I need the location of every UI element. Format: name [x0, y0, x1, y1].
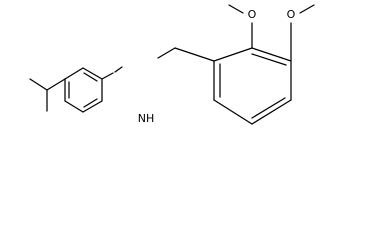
methoxy-oxygen-1-label: O — [248, 8, 257, 21]
ring-right-bond — [251, 99, 292, 125]
bond-isopropyl-to-ring — [46, 78, 66, 91]
ring-left-bond — [82, 100, 103, 113]
bond-o1-to-methyl — [228, 4, 244, 14]
ring-left-bond — [64, 100, 84, 113]
structure-diagram: NH O O — [29, 4, 315, 125]
bond-o2-to-methyl — [299, 4, 315, 14]
methoxy-group-1: O — [228, 4, 257, 49]
bond-nh-to-ch2 — [157, 47, 176, 59]
ring-right-double-bond — [251, 97, 286, 119]
benzene-ring-right — [213, 47, 292, 125]
ring-right-double-bond — [251, 53, 287, 66]
ring-left-double-bond — [83, 72, 98, 82]
bond-ch2-to-ring — [174, 47, 215, 62]
ring-left-bond — [82, 67, 103, 80]
bond-ring-to-nh — [114, 66, 123, 73]
amine-linkage — [101, 47, 215, 80]
isopropyl-group — [29, 78, 66, 112]
methoxy-oxygen-2-label: O — [287, 8, 296, 21]
ring-left-bond — [64, 67, 84, 80]
ring-right-bond — [213, 99, 253, 125]
ring-left-double-bond — [83, 98, 98, 108]
bond-ring-to-nh — [101, 72, 114, 80]
ring-right-bond — [213, 47, 253, 62]
bond-isopropyl-methyl-1 — [29, 78, 48, 91]
ring-right-bond — [251, 47, 292, 62]
amine-label: NH — [138, 112, 155, 125]
methoxy-group-2: O — [287, 4, 315, 62]
benzene-ring-left — [64, 67, 103, 113]
